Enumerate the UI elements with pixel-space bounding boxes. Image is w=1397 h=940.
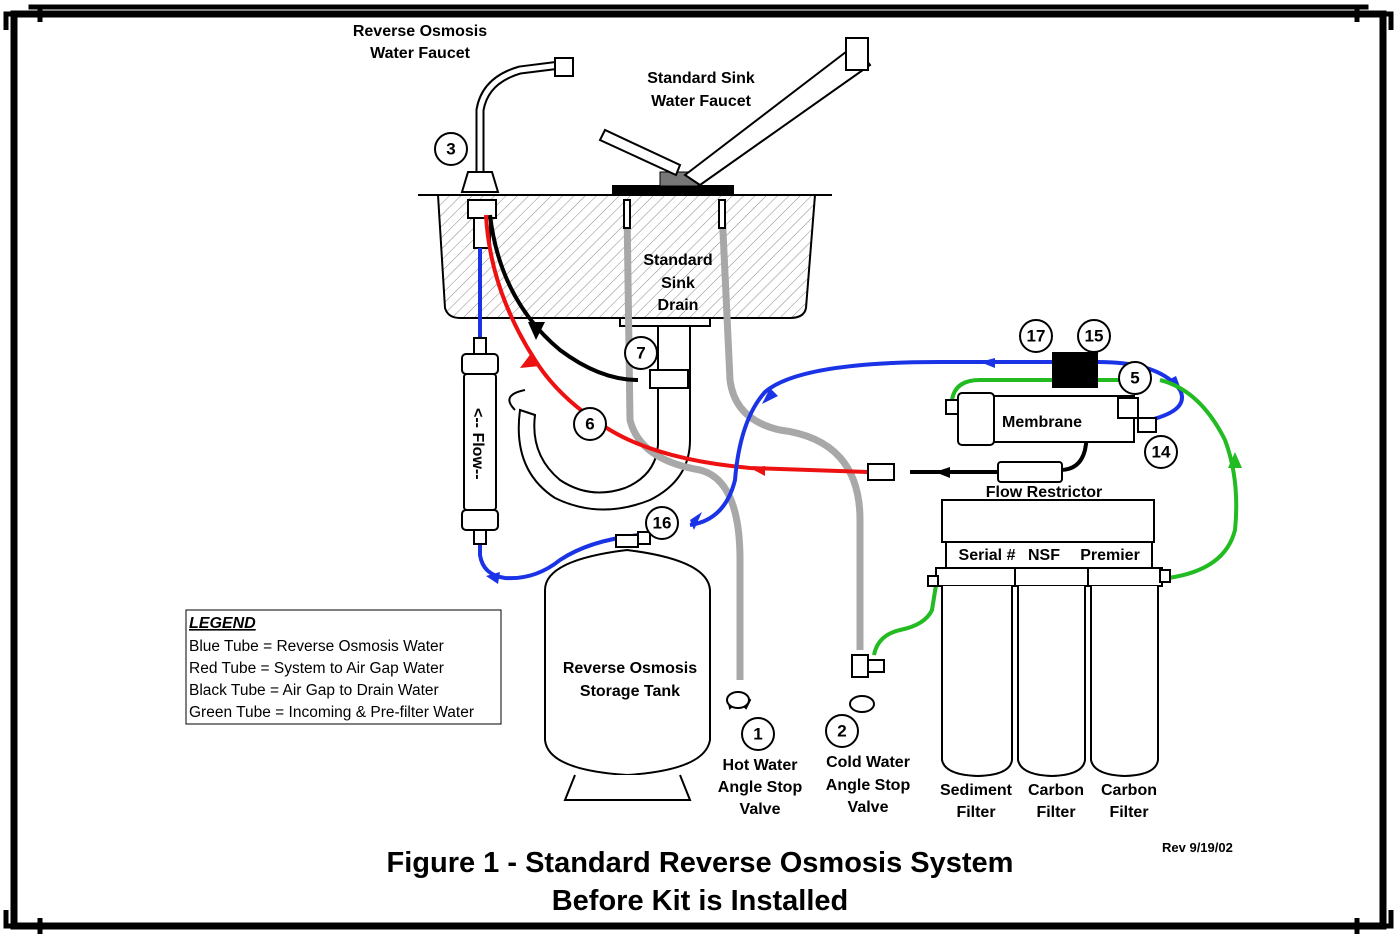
green-tubes <box>872 378 1239 656</box>
figure-title-line-2: Before Kit is Installed <box>552 885 849 917</box>
drain-trap <box>508 325 691 511</box>
drain-label-1: Standard <box>643 252 712 269</box>
filter-header-serial: Serial # <box>959 547 1016 564</box>
hot-valve-label-2: Angle Stop <box>718 779 803 796</box>
gray-tubes <box>623 209 864 680</box>
hot-valve <box>726 691 752 710</box>
cold-valve-label-1: Cold Water <box>826 754 910 771</box>
ro-faucet-label-1: Reverse Osmosis <box>353 23 487 40</box>
callout-7: 7 <box>636 344 645 363</box>
hot-valve-label-1: Hot Water <box>723 757 798 774</box>
callout-6: 6 <box>585 415 594 434</box>
callout-1: 1 <box>753 725 762 744</box>
callout-15: 15 <box>1085 327 1104 346</box>
legend-item-red: Red Tube = System to Air Gap Water <box>189 660 444 677</box>
carbon-filter-2-label-2: Filter <box>1109 804 1148 821</box>
callout-17: 17 <box>1027 327 1046 346</box>
cold-valve-label-2: Angle Stop <box>826 777 911 794</box>
cold-valve <box>849 654 885 713</box>
callouts <box>434 132 1178 751</box>
flow-restrictor <box>867 461 1063 483</box>
figure-title-line-1: Figure 1 - Standard Reverse Osmosis Syst… <box>387 847 1014 879</box>
membrane-housing <box>945 392 1157 446</box>
sink-faucet <box>598 37 872 187</box>
carbon-filter-1-label-2: Filter <box>1036 804 1075 821</box>
drain-label-2: Sink <box>661 275 695 292</box>
drain-label-3: Drain <box>658 297 699 314</box>
filter-header-nsf: NSF <box>1028 547 1060 564</box>
sink-faucet-label-2: Water Faucet <box>651 93 752 110</box>
carbon-filter-2-label-1: Carbon <box>1101 782 1157 799</box>
sediment-filter-label-2: Filter <box>956 804 995 821</box>
callout-2: 2 <box>837 722 846 741</box>
callout-3: 3 <box>446 140 455 159</box>
sediment-filter-label-1: Sediment <box>940 782 1013 799</box>
check-valve <box>1052 352 1098 388</box>
red-tube <box>484 214 869 474</box>
callout-16: 16 <box>653 514 672 533</box>
callout-5: 5 <box>1130 369 1139 388</box>
page-border <box>3 4 1394 934</box>
legend-item-blue: Blue Tube = Reverse Osmosis Water <box>189 638 444 655</box>
flow-restrictor-label: Flow Restrictor <box>986 484 1102 501</box>
callout-14: 14 <box>1152 443 1171 462</box>
membrane-label: Membrane <box>1002 414 1082 431</box>
filter-header-premier: Premier <box>1080 547 1140 564</box>
storage-tank <box>544 531 711 801</box>
revision-label: Rev 9/19/02 <box>1162 840 1233 855</box>
flow-label: <-- Flow-- <box>469 408 486 480</box>
hot-valve-label-3: Valve <box>740 801 781 818</box>
ro-faucet-label-2: Water Faucet <box>370 45 471 62</box>
legend: LEGEND Blue Tube = Reverse Osmosis Water… <box>185 609 502 725</box>
tank-label-1: Reverse Osmosis <box>563 660 697 677</box>
filter-assembly <box>927 499 1171 778</box>
legend-title: LEGEND <box>189 615 256 632</box>
inline-post-filter <box>461 337 499 545</box>
cold-valve-label-3: Valve <box>848 799 889 816</box>
black-tube <box>488 214 639 382</box>
tank-label-2: Storage Tank <box>580 683 680 700</box>
legend-item-black: Black Tube = Air Gap to Drain Water <box>189 682 439 699</box>
carbon-filter-1-label-1: Carbon <box>1028 782 1084 799</box>
legend-item-green: Green Tube = Incoming & Pre-filter Water <box>189 704 474 721</box>
sink-faucet-label-1: Standard Sink <box>647 70 755 87</box>
